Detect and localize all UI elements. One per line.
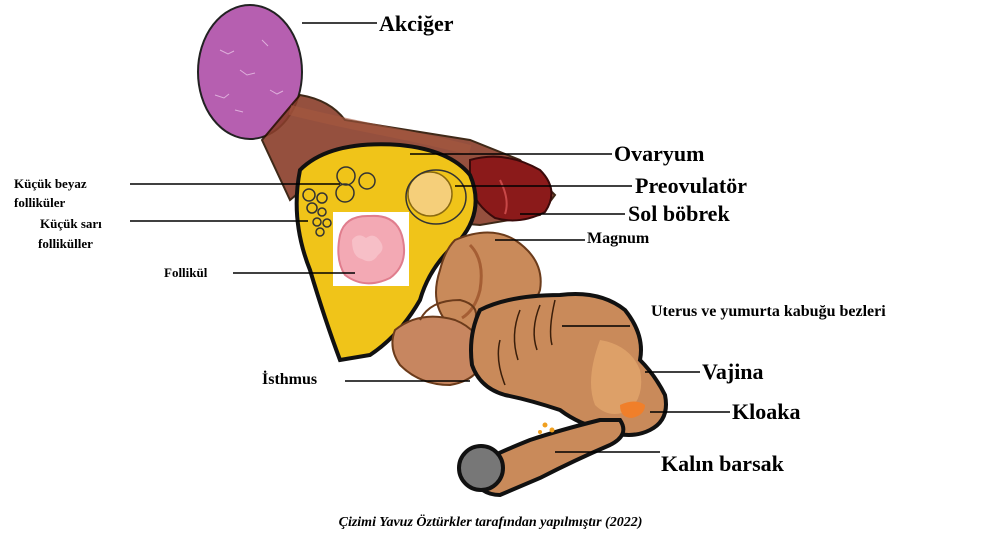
label-kalin-barsak: Kalın barsak	[661, 451, 784, 477]
label-preovulator: Preovulatör	[635, 173, 747, 199]
label-follikul: Follikül	[164, 265, 207, 281]
label-kucuk-sari-1: Küçük sarı	[40, 216, 102, 232]
label-kloaka: Kloaka	[732, 399, 800, 425]
label-akciger: Akciğer	[379, 11, 454, 37]
label-kucuk-beyaz-1: Küçük beyaz	[14, 176, 87, 192]
label-ovaryum: Ovaryum	[614, 141, 704, 167]
label-vajina: Vajina	[702, 359, 764, 385]
label-uterus: Uterus ve yumurta kabuğu bezleri	[651, 303, 886, 321]
label-kucuk-sari-2: folliküller	[38, 236, 93, 252]
label-isthmus: İsthmus	[262, 371, 317, 389]
label-magnum: Magnum	[587, 230, 649, 248]
intestine-opening	[459, 446, 503, 490]
caption: Çizimi Yavuz Öztürkler tarafından yapılm…	[0, 515, 981, 531]
label-kucuk-beyaz-2: folliküler	[14, 195, 65, 211]
label-sol-bobrek: Sol böbrek	[628, 201, 730, 227]
